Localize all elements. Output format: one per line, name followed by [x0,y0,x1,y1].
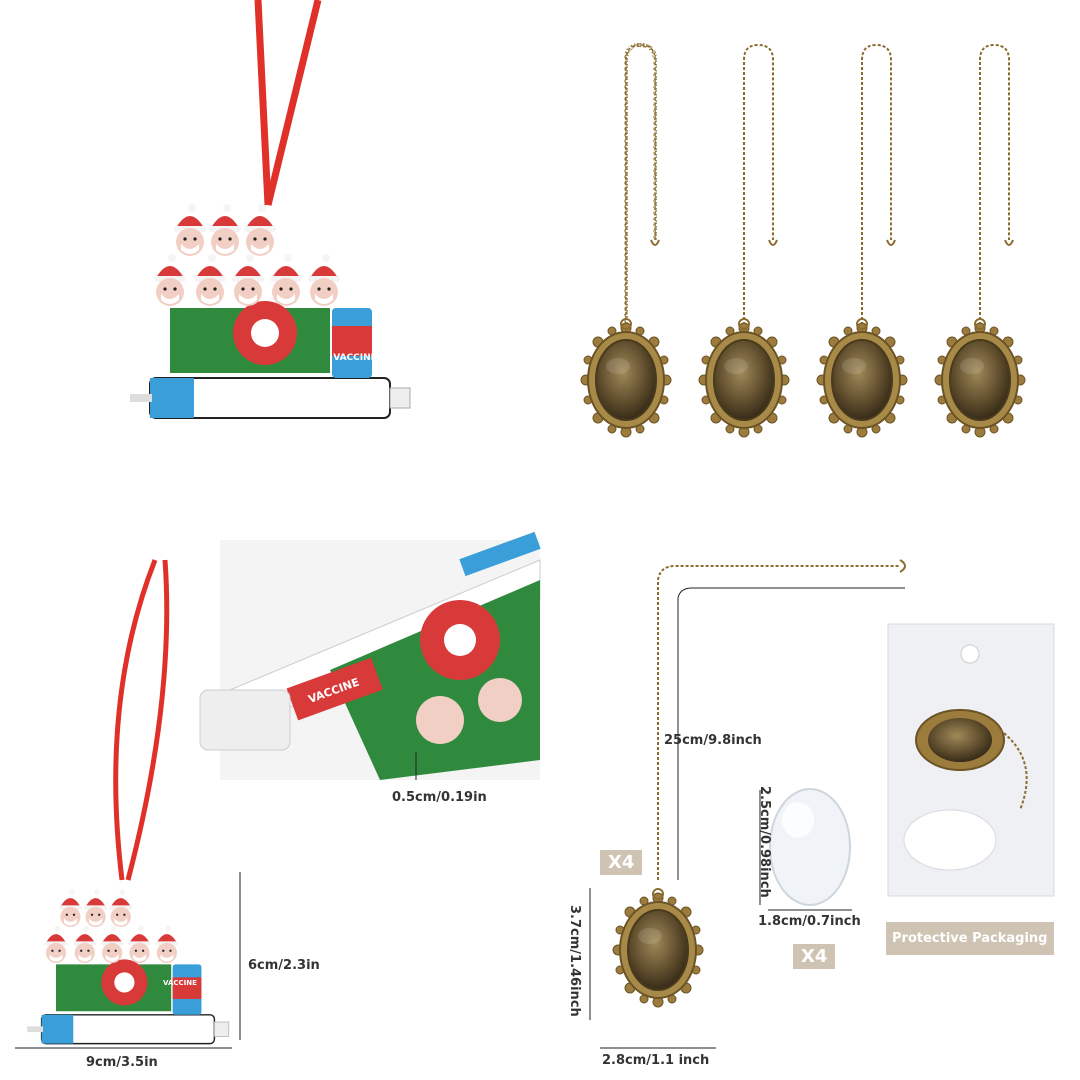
pendant-quantity-badge: X4 [600,850,643,875]
cabochon-quantity-badge: X4 [793,944,836,969]
vaccine-label-top: VACCINE [333,353,377,363]
ornament-photo-small [15,559,241,1049]
packaging-label: Protective Packaging [886,922,1054,955]
vaccine-label-small: VACCINE [163,979,197,987]
pendant-width-label: 2.8cm/1.1 inch [602,1053,710,1068]
pendant-height-label: 3.7cm/1.46inch [567,905,582,1017]
ornament-photo-top [130,0,410,418]
cabochon-height-label: 2.5cm/0.98inch [757,786,772,898]
chain-length-label: 25cm/9.8inch [664,733,762,748]
cabochon-width-label: 1.8cm/0.7inch [758,914,861,929]
pendant-dimension-photo [589,559,906,1049]
ornament-thickness-label: 0.5cm/0.19in [392,790,487,805]
ornament-thickness-closeup [199,531,541,780]
glass-cabochon [759,788,852,911]
protective-packaging-bag [887,623,1055,897]
ornament-height-label: 6cm/2.3in [248,958,320,973]
pendant-set-photo [580,42,1026,438]
ornament-width-label: 9cm/3.5in [86,1055,158,1070]
